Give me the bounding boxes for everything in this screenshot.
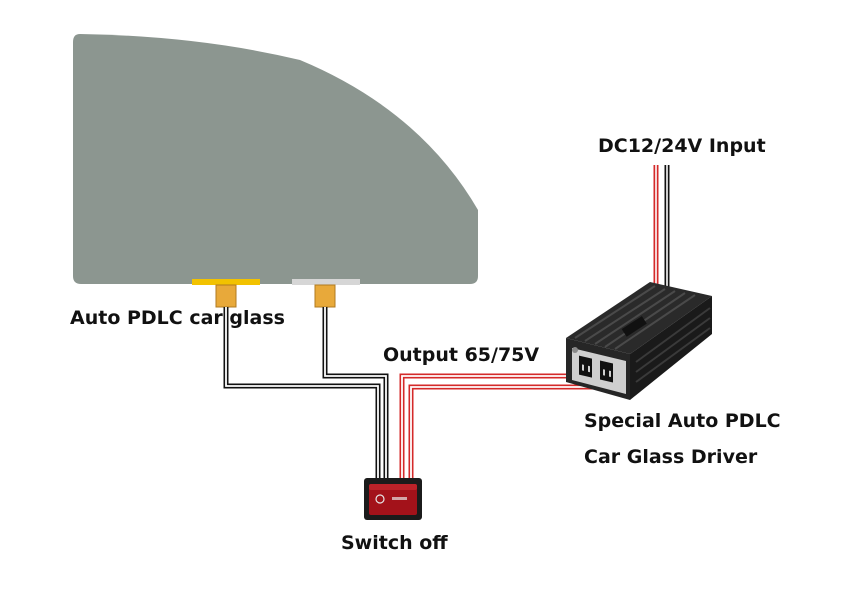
driver-knob-icon [572, 347, 578, 353]
glass-wire-right [322, 307, 389, 480]
glass-wire-left [223, 307, 381, 480]
outlet-2-icon [600, 360, 613, 383]
switch-power-icon [375, 494, 385, 504]
car-glass-panel [73, 34, 478, 284]
input-label: DC12/24V Input [598, 135, 766, 157]
input-wires [653, 165, 670, 290]
output-wire-lower [408, 384, 602, 480]
driver-label-line2: Car Glass Driver [584, 446, 758, 468]
connector-right [314, 284, 336, 308]
connector-left [215, 284, 237, 308]
glass-label: Auto PDLC car glass [70, 307, 285, 329]
driver-label-line1: Special Auto PDLC [584, 410, 781, 432]
pdlc-driver [566, 282, 712, 400]
outlet-1-icon [579, 355, 592, 378]
busbar-silver [292, 279, 360, 285]
switch-label: Switch off [341, 532, 448, 554]
output-label: Output 65/75V [383, 344, 540, 366]
output-wire-upper [399, 373, 578, 480]
rocker-switch [364, 478, 422, 520]
busbar-gold [192, 279, 260, 285]
